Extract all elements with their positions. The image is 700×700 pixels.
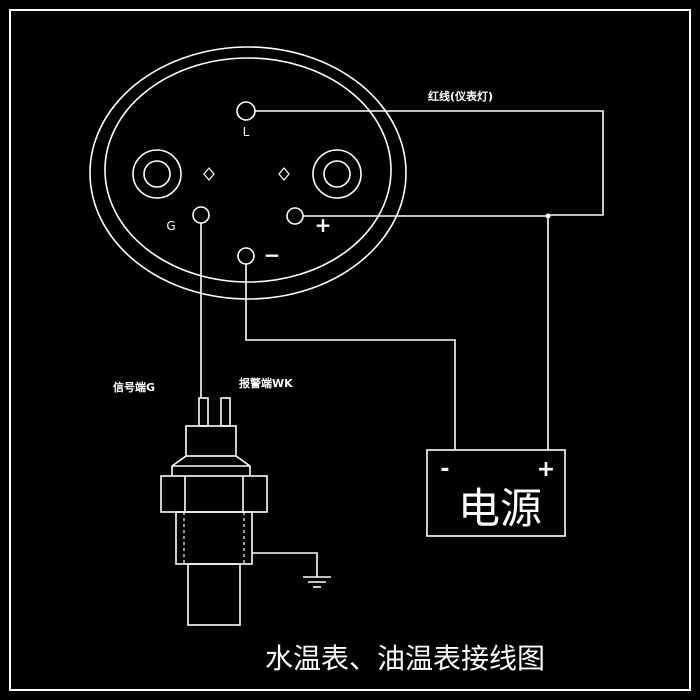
mounting-hole-right: [312, 149, 362, 199]
sensor-probe: [187, 563, 241, 626]
terminal-negative: −: [237, 243, 281, 267]
gauge-back: L G + −: [89, 46, 407, 300]
wire-positive: [303, 215, 549, 450]
sensor-head: [185, 425, 237, 457]
alarm-terminal-label: 报警端WK: [239, 376, 293, 390]
terminal-signal: G: [166, 206, 210, 233]
gauge-inner-ring: [104, 57, 392, 283]
power-supply: - + 电源: [426, 449, 566, 537]
power-supply-positive: +: [537, 457, 555, 482]
diagram-title: 水温表、油温表接线图: [265, 642, 545, 675]
signal-terminal-label: 信号端G: [113, 380, 155, 394]
mounting-hole-left: [132, 149, 182, 199]
wiring: [200, 110, 604, 450]
sensor-shoulder: [171, 455, 251, 476]
wire-negative: [245, 264, 456, 450]
stud-diamond-right: [278, 167, 290, 181]
power-supply-label: 电源: [458, 484, 542, 533]
power-supply-box: [426, 449, 566, 537]
terminal-positive-label: +: [315, 213, 332, 237]
terminal-signal-label: G: [166, 219, 175, 233]
stud-diamond-left: [203, 167, 215, 181]
sensor-hex-nut: [160, 475, 268, 513]
ground-symbol: [252, 552, 331, 588]
temperature-sensor: 信号端G 报警端WK: [113, 376, 293, 626]
terminal-positive: +: [286, 207, 332, 237]
sensor-pin-alarm: [220, 397, 231, 427]
sensor-thread: [175, 511, 253, 565]
power-supply-negative: -: [440, 457, 449, 482]
terminal-lamp-label: L: [243, 125, 250, 139]
terminal-lamp: L: [236, 101, 256, 139]
sensor-pin-signal: [198, 397, 209, 427]
drawing-frame: [9, 9, 691, 691]
red-wire-label: 红线(仪表灯): [428, 89, 493, 103]
wire-junction: [545, 213, 551, 219]
wire-lamp: [255, 110, 604, 216]
gauge-outer-ring: [89, 46, 407, 300]
terminal-negative-label: −: [264, 243, 281, 267]
